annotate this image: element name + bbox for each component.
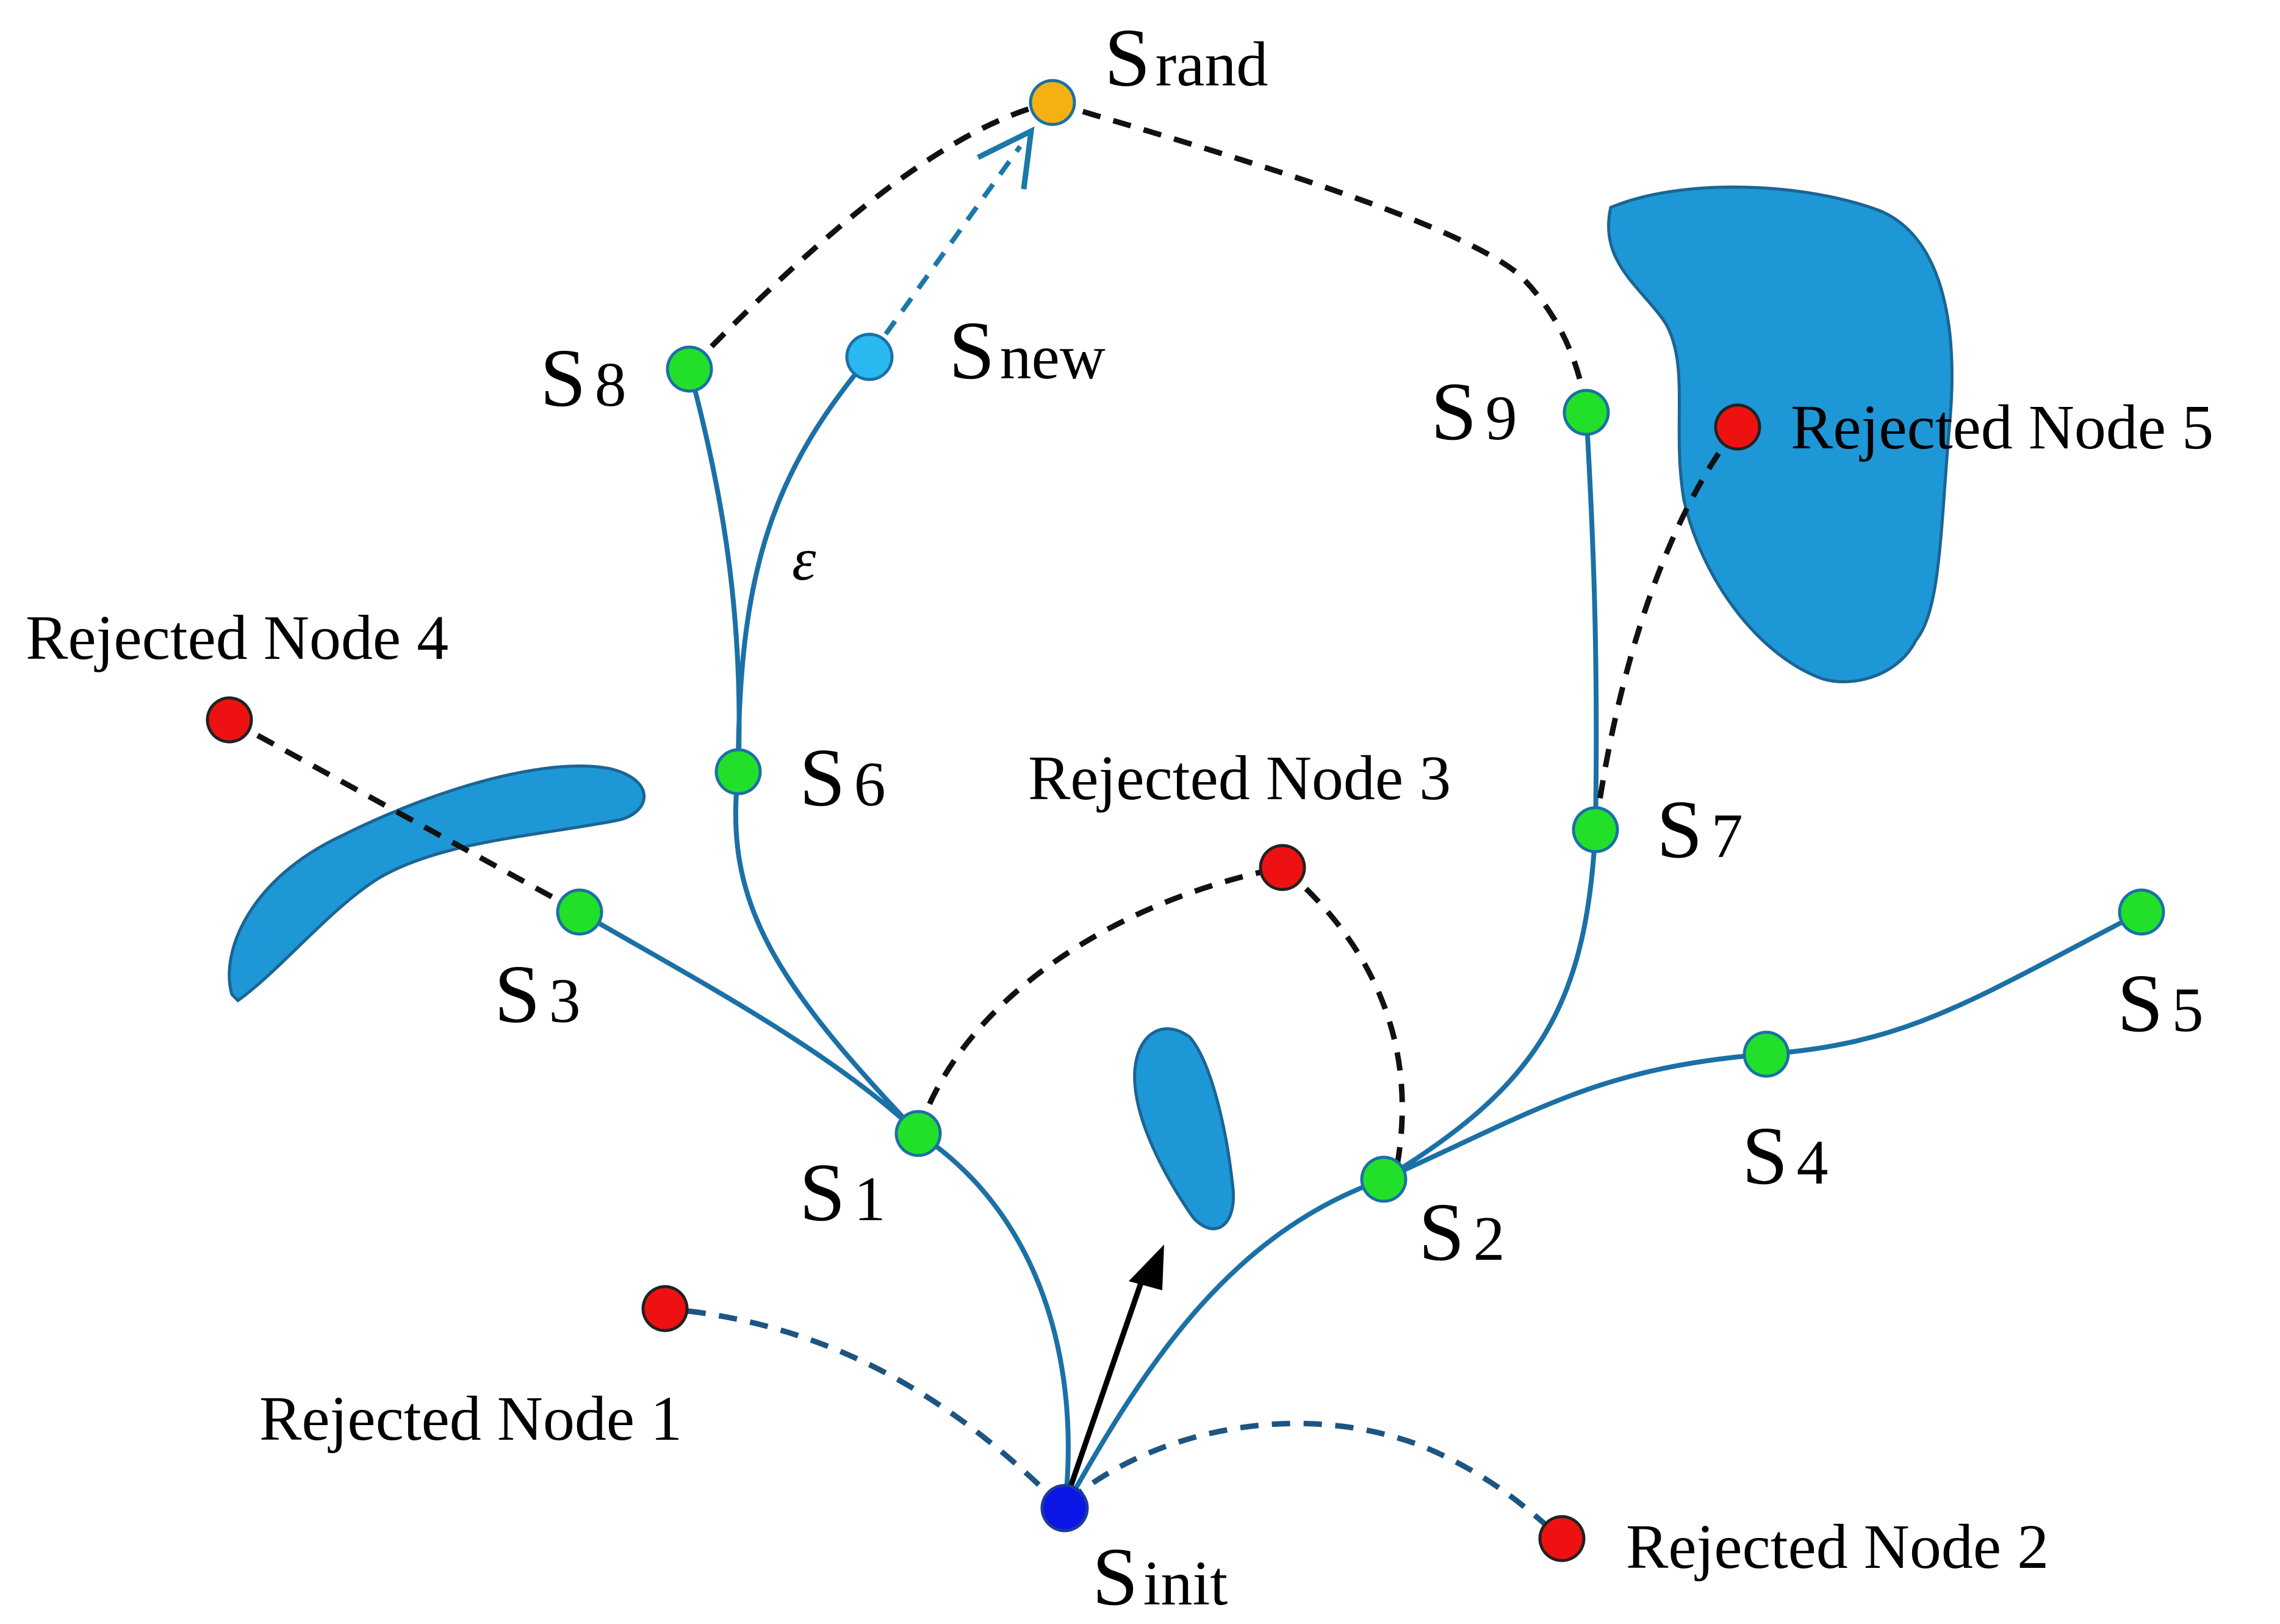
node-s7 xyxy=(1572,806,1619,853)
dashed-sinit-rejected2 xyxy=(1066,1420,1564,1541)
extension-arrowhead xyxy=(977,126,1035,190)
rejected-node-4 xyxy=(206,696,253,744)
label-rejected-node-4: Rejected Node 4 xyxy=(26,603,448,673)
branch-sinit-s1 xyxy=(916,1131,1071,1511)
dashed-s8-srand xyxy=(687,99,1053,372)
dashed-srand-s9 xyxy=(1051,99,1589,413)
branch-sinit-s2 xyxy=(1062,1177,1386,1511)
node-s6 xyxy=(714,748,762,796)
extension-arrow-snew-srand xyxy=(867,145,1023,359)
branch-s4-s5 xyxy=(1764,910,2144,1057)
direction-arrow xyxy=(1062,1268,1149,1505)
node-s9 xyxy=(1563,389,1610,436)
label-rejected-node-3: Rejected Node 3 xyxy=(1028,743,1451,813)
node-snew xyxy=(845,332,894,381)
node-s1 xyxy=(894,1110,942,1157)
branch-s1-s6 xyxy=(733,769,921,1136)
label-rejected-node-5: Rejected Node 5 xyxy=(1791,392,2213,462)
branch-s6-snew xyxy=(736,354,872,774)
label-epsilon: ε xyxy=(792,525,816,593)
direction-arrowhead xyxy=(1129,1245,1164,1290)
node-s4 xyxy=(1742,1030,1790,1078)
branch-s6-s8 xyxy=(687,367,742,774)
node-srand xyxy=(1029,79,1076,126)
node-s5 xyxy=(2118,888,2165,936)
dashed-s3-rejected4 xyxy=(228,717,581,914)
node-s8 xyxy=(666,345,713,393)
rejected-node-1 xyxy=(641,1285,689,1332)
rejected-node-3 xyxy=(1259,844,1306,891)
label-srand: Srand xyxy=(1104,12,1268,104)
branch-s7-s9 xyxy=(1584,410,1599,832)
label-snew: Snew xyxy=(949,305,1106,397)
dashed-rejected3-s2 xyxy=(1281,865,1405,1166)
node-s3 xyxy=(556,888,603,936)
branch-s2-s4 xyxy=(1381,1052,1769,1182)
obstacle-left xyxy=(228,764,646,1003)
node-s2 xyxy=(1360,1155,1408,1203)
branch-s2-s7 xyxy=(1381,827,1598,1182)
label-sinit: Sinit xyxy=(1092,1531,1228,1621)
dashed-s7-rejected5 xyxy=(1592,425,1740,830)
label-rejected-node-1: Rejected Node 1 xyxy=(259,1384,682,1454)
rejected-node-5 xyxy=(1714,403,1761,451)
node-sinit xyxy=(1040,1484,1089,1532)
label-rejected-node-2: Rejected Node 2 xyxy=(1626,1512,2049,1582)
rejected-node-2 xyxy=(1538,1515,1586,1562)
obstacle-middle xyxy=(1133,1027,1235,1231)
branch-s1-s3 xyxy=(577,910,921,1136)
obstacle-right xyxy=(1606,185,1954,683)
dashed-s1-rejected3 xyxy=(915,864,1283,1135)
dashed-sinit-rejected1 xyxy=(664,1306,1064,1509)
